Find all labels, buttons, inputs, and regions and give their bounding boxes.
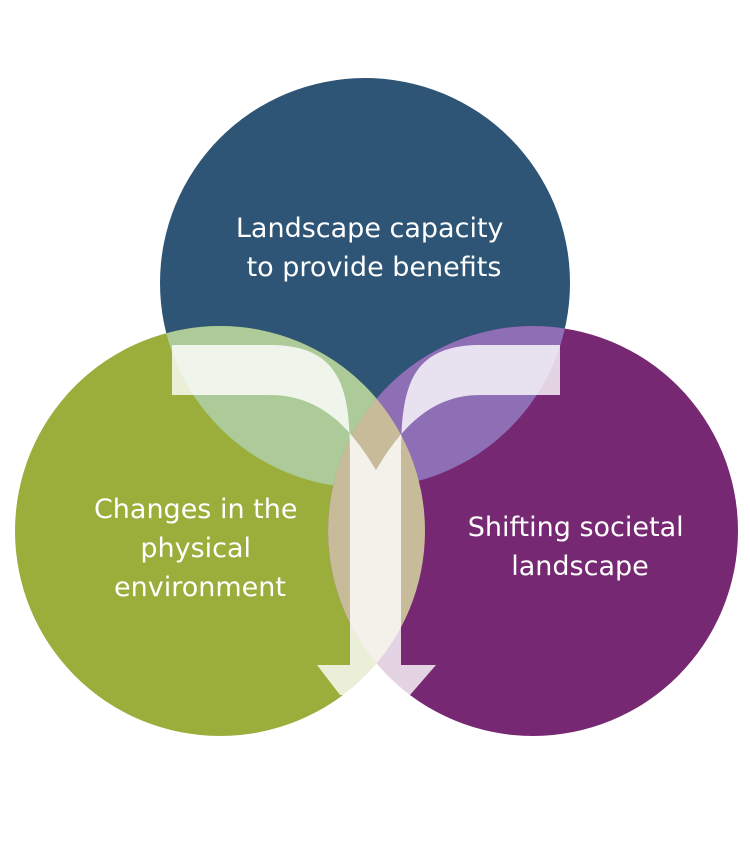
overlap-top-right <box>328 326 570 488</box>
right-circle-label: Shifting societal landscape <box>468 512 692 582</box>
overlap-top-left <box>160 326 425 488</box>
top-circle-label: Landscape capacity to provide benefits <box>236 213 512 283</box>
converging-arrow <box>172 345 560 695</box>
left-circle-label: Changes in the physical environment <box>94 494 306 603</box>
